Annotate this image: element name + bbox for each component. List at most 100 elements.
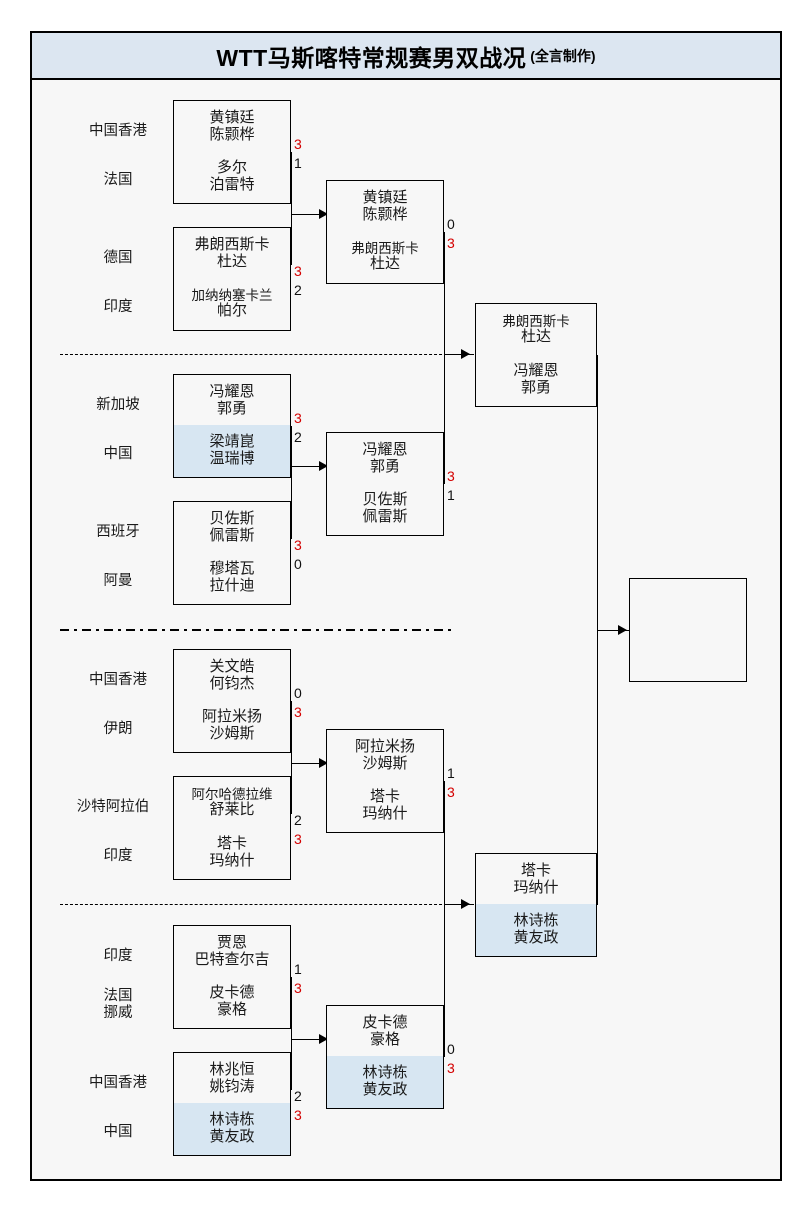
connector-line <box>291 701 292 814</box>
page-title-band: WTT马斯喀特常规赛男双战况 (全言制作) <box>32 33 780 80</box>
team-slot[interactable] <box>630 629 746 681</box>
page-title-credit: (全言制作) <box>530 47 596 64</box>
team-slot[interactable]: 梁靖崑温瑞博 <box>174 425 290 477</box>
team-slot[interactable]: 穆塔瓦拉什迪 <box>174 552 290 604</box>
match-box-sf-2[interactable]: 塔卡玛纳什 林诗栋黄友政 <box>475 853 597 957</box>
match-box-r2-4[interactable]: 皮卡德豪格 林诗栋黄友政 <box>326 1005 444 1109</box>
team-slot[interactable]: 冯耀恩郭勇 <box>327 433 443 485</box>
team-slot[interactable]: 塔卡玛纳什 <box>327 780 443 832</box>
score: 3 <box>294 263 302 279</box>
team-slot[interactable]: 关文皓何钧杰 <box>174 650 290 702</box>
score: 3 <box>294 980 302 996</box>
match-box-r2-2[interactable]: 冯耀恩郭勇 贝佐斯佩雷斯 <box>326 432 444 536</box>
team-slot[interactable] <box>630 579 746 631</box>
connector-arrow <box>461 349 470 359</box>
team-slot[interactable]: 塔卡玛纳什 <box>174 827 290 879</box>
team-slot[interactable]: 加纳纳塞卡兰帕尔 <box>174 278 290 330</box>
team-slot[interactable]: 黄镇廷陈颢桦 <box>327 181 443 233</box>
connector-arrow <box>319 1034 328 1044</box>
match-box-final[interactable] <box>629 578 747 682</box>
match-box-r1-1[interactable]: 黄镇廷陈颢桦 多尔泊雷特 <box>173 100 291 204</box>
connector-line <box>444 354 474 355</box>
team-slot[interactable]: 林诗栋黄友政 <box>174 1103 290 1155</box>
score: 1 <box>294 961 302 977</box>
connector-line <box>597 630 598 905</box>
connector-arrow <box>319 209 328 219</box>
match-box-sf-1[interactable]: 弗朗西斯卡杜达 冯耀恩郭勇 <box>475 303 597 407</box>
connector-line <box>444 232 445 354</box>
country-label: 法国 挪威 <box>103 988 133 1022</box>
team-slot[interactable]: 林兆恒姚钧涛 <box>174 1053 290 1105</box>
country-label: 中国香港 <box>89 123 147 139</box>
section-separator-3 <box>60 904 452 905</box>
team-slot[interactable]: 塔卡玛纳什 <box>476 854 596 906</box>
match-box-r1-2[interactable]: 弗朗西斯卡杜达 加纳纳塞卡兰帕尔 <box>173 227 291 331</box>
score: 2 <box>294 1088 302 1104</box>
team-slot[interactable]: 贾恩巴特查尔吉 <box>174 926 290 978</box>
match-box-r2-3[interactable]: 阿拉米扬沙姆斯 塔卡玛纳什 <box>326 729 444 833</box>
score: 0 <box>447 216 455 232</box>
connector-arrow <box>618 625 627 635</box>
connector-line <box>444 781 445 904</box>
connector-line <box>291 152 292 265</box>
connector-arrow <box>461 899 470 909</box>
country-label: 中国香港 <box>89 672 147 688</box>
score: 3 <box>294 831 302 847</box>
connector-line <box>444 354 445 484</box>
connector-arrow <box>319 461 328 471</box>
score: 3 <box>294 704 302 720</box>
match-box-r1-7[interactable]: 贾恩巴特查尔吉 皮卡德豪格 <box>173 925 291 1029</box>
score: 2 <box>294 282 302 298</box>
match-box-r1-5[interactable]: 关文皓何钧杰 阿拉米扬沙姆斯 <box>173 649 291 753</box>
team-slot[interactable]: 多尔泊雷特 <box>174 151 290 203</box>
connector-line <box>291 214 321 215</box>
country-label: 印度 <box>103 299 133 315</box>
team-slot[interactable]: 弗朗西斯卡杜达 <box>174 228 290 280</box>
country-label: 中国 <box>103 1124 133 1140</box>
team-slot[interactable]: 林诗栋黄友政 <box>476 904 596 956</box>
country-label: 法国 <box>103 172 133 188</box>
team-slot[interactable]: 阿拉米扬沙姆斯 <box>327 730 443 782</box>
match-box-r1-4[interactable]: 贝佐斯佩雷斯 穆塔瓦拉什迪 <box>173 501 291 605</box>
connector-line <box>444 904 474 905</box>
team-slot[interactable]: 冯耀恩郭勇 <box>174 375 290 427</box>
score: 0 <box>447 1041 455 1057</box>
score: 0 <box>294 685 302 701</box>
connector-line <box>444 904 445 1057</box>
match-box-r1-6[interactable]: 阿尔哈德拉维舒莱比 塔卡玛纳什 <box>173 776 291 880</box>
score: 2 <box>294 429 302 445</box>
team-slot[interactable]: 贝佐斯佩雷斯 <box>327 483 443 535</box>
score: 2 <box>294 812 302 828</box>
team-slot[interactable]: 皮卡德豪格 <box>174 976 290 1028</box>
connector-arrow <box>319 758 328 768</box>
score: 3 <box>447 1060 455 1076</box>
score: 3 <box>294 136 302 152</box>
connector-line <box>597 355 598 630</box>
team-slot[interactable]: 林诗栋黄友政 <box>327 1056 443 1108</box>
team-slot[interactable]: 黄镇廷陈颢桦 <box>174 101 290 153</box>
team-slot[interactable]: 皮卡德豪格 <box>327 1006 443 1058</box>
connector-line <box>291 977 292 1090</box>
country-label: 中国 <box>103 446 133 462</box>
score: 3 <box>447 784 455 800</box>
team-slot[interactable]: 弗朗西斯卡杜达 <box>327 231 443 283</box>
score: 0 <box>294 556 302 572</box>
country-label: 印度 <box>103 948 133 964</box>
score: 3 <box>294 537 302 553</box>
team-slot[interactable]: 弗朗西斯卡杜达 <box>476 304 596 356</box>
team-slot[interactable]: 冯耀恩郭勇 <box>476 354 596 406</box>
connector-line <box>597 630 629 631</box>
match-box-r2-1[interactable]: 黄镇廷陈颢桦 弗朗西斯卡杜达 <box>326 180 444 284</box>
country-label: 新加坡 <box>96 397 140 413</box>
score: 1 <box>447 765 455 781</box>
match-box-r1-8[interactable]: 林兆恒姚钧涛 林诗栋黄友政 <box>173 1052 291 1156</box>
team-slot[interactable]: 阿尔哈德拉维舒莱比 <box>174 777 290 829</box>
team-slot[interactable]: 贝佐斯佩雷斯 <box>174 502 290 554</box>
score: 3 <box>294 410 302 426</box>
team-slot[interactable]: 阿拉米扬沙姆斯 <box>174 700 290 752</box>
connector-line <box>291 466 321 467</box>
country-label: 阿曼 <box>103 573 133 589</box>
connector-line <box>291 426 292 539</box>
match-box-r1-3[interactable]: 冯耀恩郭勇 梁靖崑温瑞博 <box>173 374 291 478</box>
